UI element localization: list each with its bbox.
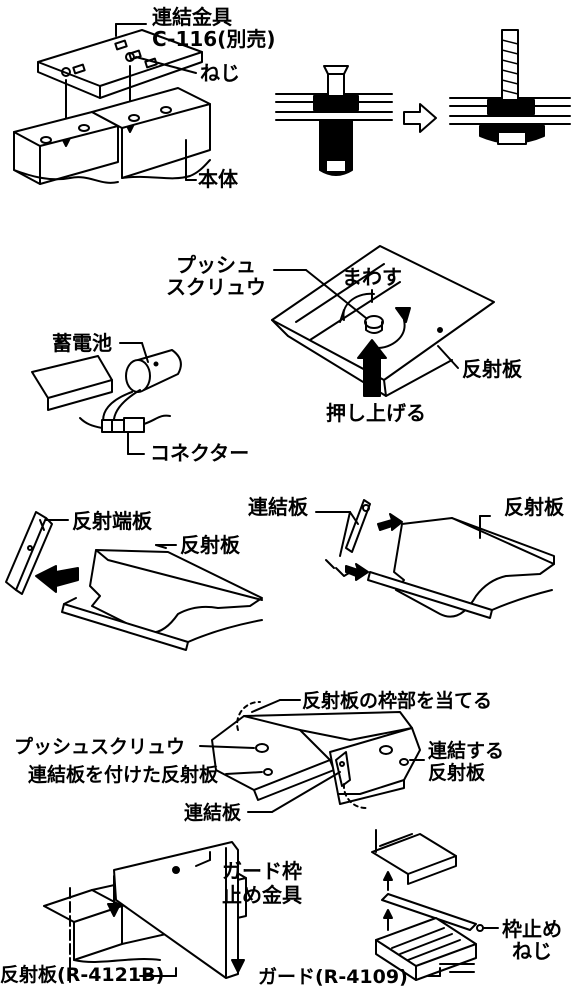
body-drawing <box>13 87 211 185</box>
insert-arrow-icon <box>35 565 79 593</box>
connector-leader <box>127 431 145 455</box>
battery-label: 蓄電池 <box>52 331 112 355</box>
screw-leader <box>135 56 197 74</box>
body-label: 本体 <box>198 167 238 191</box>
frame-note-leader <box>251 699 301 713</box>
push-screw-p4-label: プッシュスクリュウ <box>14 736 186 758</box>
reflector-with-plate-label: 連結板を付けた反射板 <box>28 764 219 786</box>
reflector-part-label: 反射板(R-4121B) <box>0 964 165 986</box>
reflector-left-leader <box>155 544 177 549</box>
frame-screw-label-line2: ねじ <box>512 939 552 963</box>
connector-label: コネクター <box>150 441 250 465</box>
push-up-label: 押し上げる <box>326 401 426 425</box>
reflector-end-plate-drawing <box>5 511 53 595</box>
guard-frame-label-line1: ガード枠 <box>222 859 302 883</box>
reflector-left-label: 反射板 <box>180 533 240 557</box>
push-screw-label-line2: スクリュウ <box>166 275 266 299</box>
reflector-right-leader <box>479 515 491 539</box>
guard-frame-leader <box>195 851 211 867</box>
arrow-right-icon <box>403 103 437 133</box>
reflector-left-drawing <box>61 549 263 651</box>
battery-leader <box>119 342 149 363</box>
connecting-plate-p4-leader <box>247 771 341 813</box>
connecting-plate-p4-label: 連結板 <box>184 802 242 824</box>
push-screw-after-drawing <box>449 29 571 145</box>
connector-fitting-drawing <box>37 29 203 99</box>
push-screw-leader <box>273 269 367 319</box>
connecting-plate-leader <box>315 511 359 557</box>
frame-note-label: 反射板の枠部を当てる <box>302 690 493 712</box>
battery-drawing <box>31 349 182 433</box>
joining-reflector-label-line1: 連結する <box>428 740 505 762</box>
screw-label: ねじ <box>200 61 240 85</box>
connector-fitting-label: 連結金具 <box>152 5 232 29</box>
reflector-mounting-drawing <box>271 245 495 397</box>
connector-part-label: C-116(別売) <box>152 27 276 51</box>
rotate-label: まわす <box>342 265 402 289</box>
joined-reflectors-drawing <box>211 700 421 810</box>
guard-assembly-drawing <box>371 829 484 981</box>
reflector-part-leader <box>139 967 177 977</box>
joining-reflector-label-line2: 反射板 <box>428 762 486 784</box>
reflector-with-plate-leader <box>225 771 263 775</box>
fitting-leader <box>115 23 147 37</box>
push-screw-label-line1: プッシュ <box>176 253 256 277</box>
reflector-leader <box>437 345 459 369</box>
reflector-right-label: 反射板 <box>504 495 564 519</box>
guard-frame-label-line2: 止め金具 <box>222 883 302 907</box>
push-screw-before-drawing <box>275 65 393 176</box>
guard-part-leader <box>427 967 441 977</box>
push-screw-p4-leader <box>199 745 255 749</box>
guard-part-label: ガード(R-4109) <box>258 966 408 988</box>
small-arrow-icon <box>345 513 403 581</box>
reflector-label: 反射板 <box>462 357 522 381</box>
reflector-end-plate-label: 反射端板 <box>72 509 152 533</box>
frame-screw-label-line1: 枠止め <box>502 917 562 941</box>
connecting-plate-label: 連結板 <box>248 495 308 519</box>
guard-frame-drawing <box>43 841 247 987</box>
reflector-right-drawing <box>367 517 555 619</box>
